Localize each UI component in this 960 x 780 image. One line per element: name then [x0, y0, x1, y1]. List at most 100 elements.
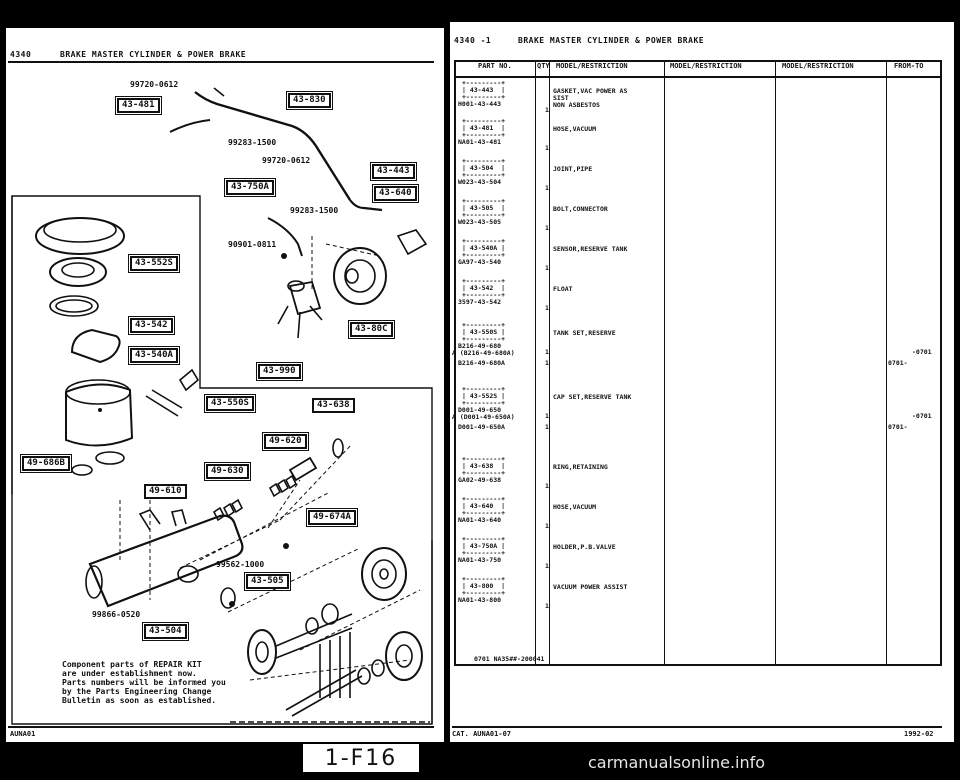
- row-description: JOINT,PIPE: [553, 165, 593, 173]
- row-callout-box: +---------+ | 43-481 | +---------+: [462, 117, 506, 139]
- row-callout-box: +---------+ | 43-552S | +---------+: [462, 385, 506, 407]
- row-part-number: W023-43-505: [458, 218, 502, 226]
- drawing-number: 99720-0612: [130, 80, 179, 89]
- note-line: Parts numbers will be informed you: [62, 678, 226, 687]
- row-qty: 1: [545, 304, 549, 312]
- row-qty: 1: [545, 106, 549, 114]
- callout-49-674A: 49-674A: [306, 508, 358, 527]
- drawing-number: 99283-1500: [290, 206, 339, 215]
- callout-43-550S: 43-550S: [204, 394, 256, 413]
- row-part-alt: A (D001-49-650A): [452, 413, 515, 421]
- row-callout-box: +---------+ | 43-505 | +---------+: [462, 197, 506, 219]
- row-from-to: 0701-: [888, 359, 908, 367]
- callout-43-80C: 43-80C: [348, 320, 395, 339]
- col-divider: [664, 60, 665, 666]
- row-part-number: H001-43-443: [458, 100, 502, 108]
- page-label-text: 1-F16: [324, 745, 398, 771]
- page-label: 1-F16: [303, 744, 419, 772]
- row-callout-box: +---------+ | 43-638 | +---------+: [462, 455, 506, 477]
- left-header-rule: [8, 61, 434, 63]
- row-callout-box: +---------+ | 43-550S | +---------+: [462, 321, 506, 343]
- row-part-number: W023-43-504: [458, 178, 502, 186]
- callout-49-610: 49-610: [144, 484, 187, 499]
- row-description: SIST: [553, 94, 569, 102]
- row-part-number: D001-49-650: [458, 406, 502, 414]
- row-description: CAP SET,RESERVE TANK: [553, 393, 632, 401]
- col-divider: [775, 60, 776, 666]
- watermark: carmanualsonline.info: [588, 753, 766, 772]
- row-callout-box: +---------+ | 43-800 | +---------+: [462, 575, 506, 597]
- drawing-number: 99562-1000: [216, 560, 265, 569]
- callout-43-504: 43-504: [142, 622, 189, 641]
- callout-43-540A: 43-540A: [128, 346, 180, 365]
- right-section-title: BRAKE MASTER CYLINDER & POWER BRAKE: [518, 36, 705, 45]
- col-header-from-to: FROM-TO: [894, 62, 924, 70]
- row-description: SENSOR,RESERVE TANK: [553, 245, 628, 253]
- row-callout-box: +---------+ | 43-443 | +---------+: [462, 79, 506, 101]
- row-callout-box: +---------+ | 43-504 | +---------+: [462, 157, 506, 179]
- note-line: Component parts of REPAIR KIT: [62, 660, 202, 669]
- right-page: [450, 22, 954, 742]
- row-qty: 1: [545, 264, 549, 272]
- row-part-number: B216-49-680: [458, 342, 502, 350]
- row-callout-box: +---------+ | 43-542 | +---------+: [462, 277, 506, 299]
- row-description: NON ASBESTOS: [553, 101, 600, 109]
- row-part-number: 3597-43-542: [458, 298, 502, 306]
- note-line: by the Parts Engineering Change: [62, 687, 212, 696]
- row-callout-box: +---------+ | 43-750A | +---------+: [462, 535, 506, 557]
- left-footer-code: AUNA01: [10, 730, 36, 738]
- table-header-rule: [454, 76, 942, 78]
- parts-table: [454, 60, 942, 666]
- col-header-model-3: MODEL/RESTRICTION: [782, 62, 854, 70]
- row-qty: 1: [545, 412, 549, 420]
- row-from-to: 0701-: [888, 423, 908, 431]
- right-footer-rule: [452, 726, 942, 728]
- drawing-number: 99866-0520: [92, 610, 141, 619]
- row-part-number: NA01-43-750: [458, 556, 502, 564]
- row-qty: 1: [545, 522, 549, 530]
- right-section-code: 4340 -1: [454, 36, 492, 45]
- table-bottom-note: 0701 NA35##-200041: [474, 655, 545, 663]
- callout-43-830: 43-830: [286, 91, 333, 110]
- callout-43-638: 43-638: [312, 398, 355, 413]
- row-part-number: D001-49-650A: [458, 423, 505, 431]
- row-description: GASKET,VAC POWER AS: [553, 87, 628, 95]
- callout-49-686B: 49-686B: [20, 454, 72, 473]
- row-part-number: NA01-43-800: [458, 596, 502, 604]
- right-footer-date: 1992-02: [904, 730, 934, 738]
- note-line: are under establishment now.: [62, 669, 197, 678]
- callout-43-990: 43-990: [256, 362, 303, 381]
- row-description: FLOAT: [553, 285, 573, 293]
- right-footer-catalog: CAT. AUNA01-07: [452, 730, 512, 738]
- row-description: BOLT,CONNECTOR: [553, 205, 608, 213]
- drawing-number: 90901-0811: [228, 240, 277, 249]
- row-description: HOSE,VACUUM: [553, 125, 597, 133]
- row-part-number: NA01-43-640: [458, 516, 502, 524]
- repair-kit-note: Component parts of REPAIR KIT are under …: [62, 660, 226, 705]
- row-from-to: -0701: [912, 348, 932, 356]
- row-qty: 1: [545, 482, 549, 490]
- row-description: RING,RETAINING: [553, 463, 608, 471]
- callout-43-481: 43-481: [115, 96, 162, 115]
- left-section-code: 4340: [10, 50, 32, 59]
- row-part-number: NA01-43-481: [458, 138, 502, 146]
- col-divider: [535, 60, 536, 666]
- row-part-number: GA02-49-638: [458, 476, 502, 484]
- col-header-model-1: MODEL/RESTRICTION: [556, 62, 628, 70]
- col-divider: [549, 60, 550, 666]
- row-part-alt: A (B216-49-680A): [452, 349, 515, 357]
- row-qty: 1: [545, 602, 549, 610]
- row-qty: 1: [545, 348, 549, 356]
- callout-43-750A: 43-750A: [224, 178, 276, 197]
- note-line: Bulletin as soon as established.: [62, 696, 217, 705]
- row-from-to: -0701: [912, 412, 932, 420]
- col-header-model-2: MODEL/RESTRICTION: [670, 62, 742, 70]
- callout-43-640: 43-640: [372, 184, 419, 203]
- row-part-number: B216-49-680A: [458, 359, 505, 367]
- left-footer-rule: [8, 726, 434, 728]
- row-qty: 1: [545, 562, 549, 570]
- callout-43-505: 43-505: [244, 572, 291, 591]
- col-header-qty: QTY: [537, 62, 550, 70]
- drawing-number: 99283-1500: [228, 138, 277, 147]
